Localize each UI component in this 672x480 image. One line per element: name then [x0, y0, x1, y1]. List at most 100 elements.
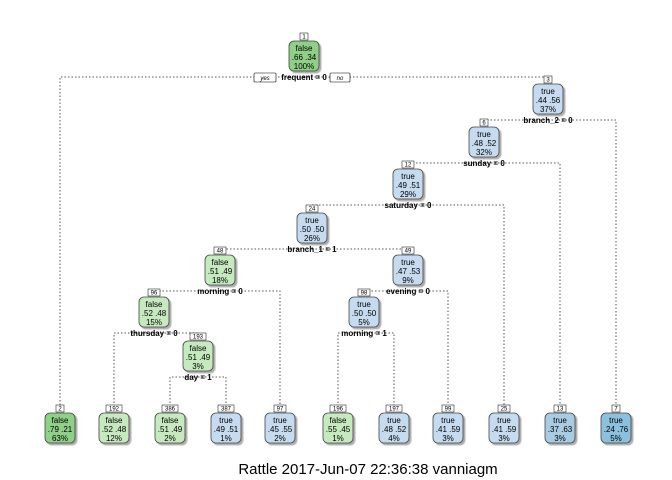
node-class: true — [401, 172, 415, 181]
node-box — [288, 40, 320, 72]
node-box — [44, 412, 76, 444]
node-number-tag — [357, 288, 371, 297]
node-box — [600, 412, 632, 444]
node-probabilities: .48 .52 — [472, 139, 497, 148]
node-class: true — [387, 416, 401, 425]
node-probabilities: .52 .48 — [142, 309, 167, 318]
node-probabilities: .24 .76 — [604, 425, 629, 434]
node-number-tag — [543, 75, 553, 84]
node-percent: 100% — [294, 62, 314, 71]
svg-text:yes: yes — [259, 76, 269, 82]
node-number-tag — [273, 404, 287, 413]
split-label-n1: frequent = 0 — [281, 73, 327, 82]
node-number: 197 — [389, 407, 400, 413]
node-box — [468, 126, 500, 158]
node-number-tag — [441, 404, 455, 413]
edge-n96-n192 — [113, 332, 154, 407]
node-percent: 3% — [442, 434, 454, 443]
node-percent: 2% — [274, 434, 286, 443]
node-class: false — [52, 416, 69, 425]
node-number-tag — [611, 404, 621, 413]
node-number: 48 — [217, 249, 224, 255]
split-label-n98: morning = 1 — [341, 329, 387, 338]
node-percent: 4% — [388, 434, 400, 443]
node-class: true — [273, 416, 287, 425]
node-number-tag — [553, 404, 567, 413]
edge-n49-n99 — [408, 290, 449, 407]
node-box — [154, 412, 186, 444]
node-class: false — [330, 416, 347, 425]
node-number: 12 — [405, 163, 412, 169]
node-number-tag — [401, 160, 415, 169]
node-number-tag — [189, 332, 207, 341]
node-number-tag — [401, 246, 415, 255]
node-number: 2 — [58, 407, 62, 413]
node-box — [378, 412, 410, 444]
node-percent: 5% — [358, 318, 370, 327]
split-label-n6: sunday = 0 — [463, 159, 505, 168]
node-percent: 1% — [220, 434, 232, 443]
tree-node-197: 197 true.48 .524% — [378, 404, 410, 444]
node-box — [532, 83, 564, 115]
node-class: true — [477, 130, 491, 139]
node-number: 1 — [302, 35, 306, 41]
node-probabilities: .48 .52 — [382, 425, 407, 434]
node-percent: 3% — [554, 434, 566, 443]
node-probabilities: .51 .49 — [186, 353, 211, 362]
node-class: true — [401, 258, 415, 267]
node-number-tag — [105, 404, 123, 413]
node-probabilities: .47 .53 — [396, 267, 421, 276]
node-number: 96 — [151, 291, 158, 297]
node-class: true — [541, 87, 555, 96]
node-percent: 26% — [304, 234, 320, 243]
node-number: 97 — [277, 407, 284, 413]
node-class: true — [553, 416, 567, 425]
node-number-tag — [479, 118, 489, 127]
node-box — [322, 412, 354, 444]
node-class: false — [106, 416, 123, 425]
node-percent: 5% — [610, 434, 622, 443]
node-number-tag — [213, 246, 227, 255]
node-number: 49 — [405, 249, 412, 255]
node-box — [392, 168, 424, 200]
node-class: true — [609, 416, 623, 425]
node-probabilities: .49 .51 — [396, 181, 421, 190]
node-box — [544, 412, 576, 444]
node-box — [432, 412, 464, 444]
node-probabilities: .52 .48 — [102, 425, 127, 434]
node-probabilities: .37 .63 — [548, 425, 573, 434]
node-class: true — [357, 300, 371, 309]
node-number: 99 — [445, 407, 452, 413]
node-probabilities: .55 .45 — [326, 425, 351, 434]
node-probabilities: .44 .56 — [536, 96, 561, 105]
node-probabilities: .66 .34 — [292, 53, 317, 62]
node-probabilities: .51 .49 — [208, 267, 233, 276]
node-number-tag — [147, 288, 161, 297]
node-percent: 32% — [476, 148, 492, 157]
node-number: 24 — [309, 207, 316, 213]
node-number-tag — [305, 204, 319, 213]
edge-n1-n2 — [59, 76, 304, 407]
edge-n96-n193 — [154, 332, 199, 335]
node-probabilities: .51 .49 — [158, 425, 183, 434]
node-box — [296, 212, 328, 244]
node-number: 386 — [165, 407, 176, 413]
node-number: 13 — [557, 407, 564, 413]
node-percent: 2% — [164, 434, 176, 443]
split-label-n48: morning = 0 — [197, 287, 243, 296]
node-probabilities: .45 .55 — [268, 425, 293, 434]
node-percent: 18% — [212, 276, 228, 285]
